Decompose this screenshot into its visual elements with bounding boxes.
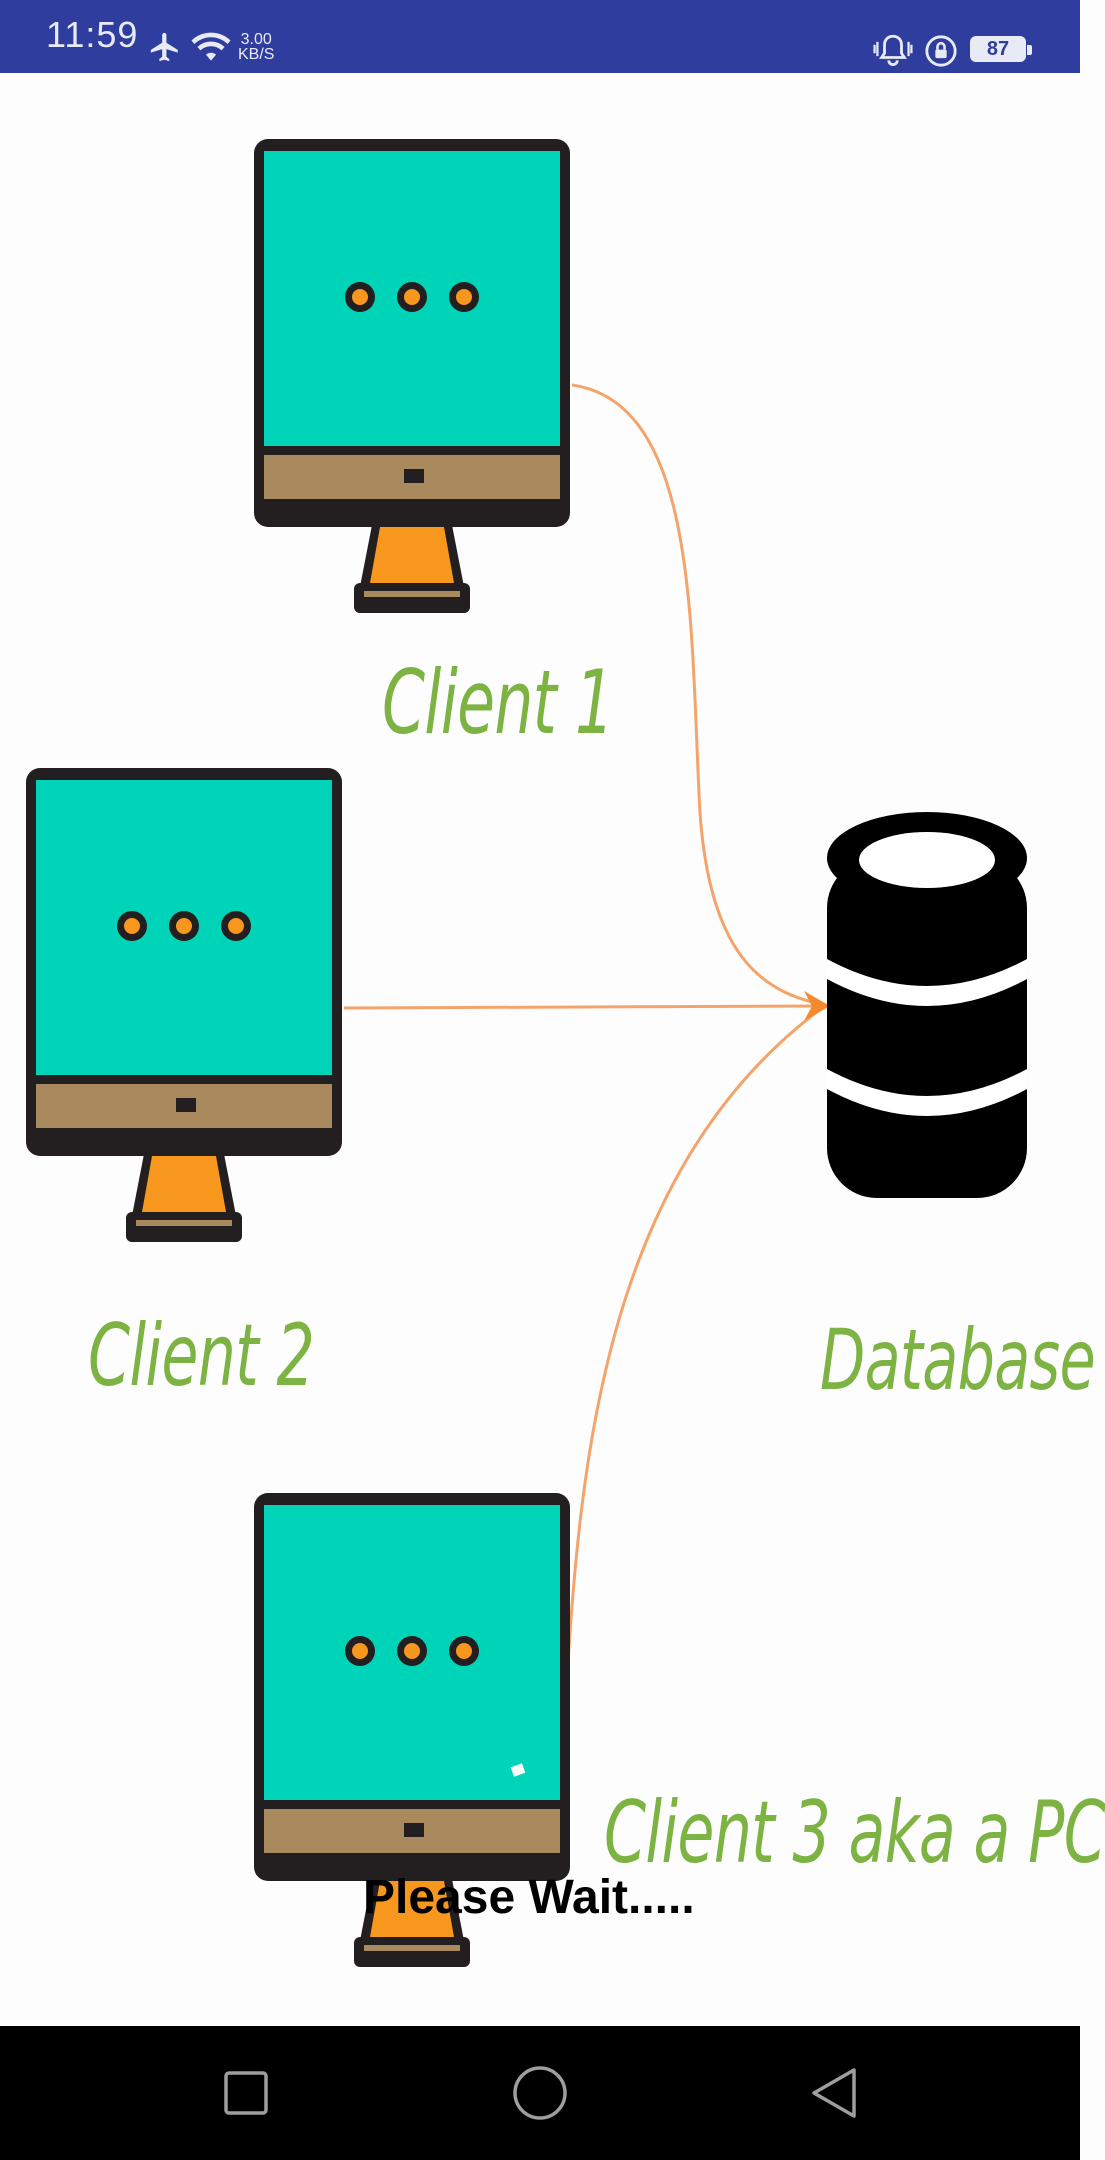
database-label: Database [820,1311,1096,1409]
battery-icon: 87 [970,36,1032,62]
vibrate-icon [873,34,913,66]
circle-icon [513,2066,567,2120]
status-bar: 11:59 3.00 KB/S 87 [0,0,1080,73]
loading-message: Please Wait..... [363,1871,695,1924]
client1-label: Client 1 [382,651,614,754]
navigation-bar [0,2026,1080,2160]
client2-label: Client 2 [88,1306,315,1406]
wifi-icon [191,32,231,61]
recents-button[interactable] [166,2026,326,2160]
cursor-mark [510,1763,526,1777]
arrow-client1-to-database [571,383,827,1007]
client1-monitor-icon [254,139,570,613]
arrow-client2-to-database [343,1004,823,1010]
net-speed-unit: KB/S [238,46,275,63]
home-button[interactable] [460,2026,620,2160]
client2-monitor-icon [26,768,342,1242]
net-speed-value: 3.00 [240,31,272,48]
back-triangle-icon [812,2068,856,2118]
back-button[interactable] [754,2026,914,2160]
arrowhead-icon [804,991,830,1021]
status-time: 11:59 [46,14,139,55]
net-speed: 3.00 KB/S [238,31,275,63]
square-icon [224,2071,268,2115]
main-content: Client 1 Client 2 Database Client 3 aka … [0,73,1105,2026]
client3-label: Client 3 aka a PC [604,1783,1105,1883]
rotation-lock-icon [925,35,957,67]
arrow-client3-to-database [564,1006,823,1694]
database-icon [827,812,1027,1198]
airplane-icon [150,32,178,62]
network-diagram [26,139,1027,1967]
